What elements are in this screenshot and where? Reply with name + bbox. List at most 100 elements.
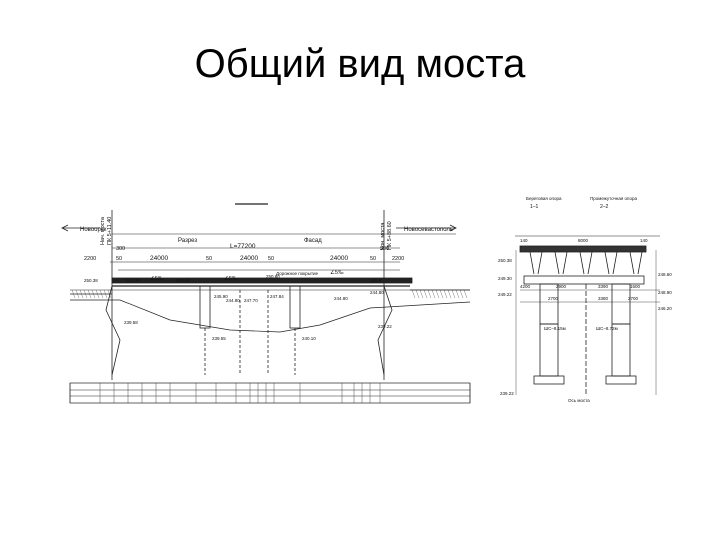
section-label: Разрез <box>178 238 197 244</box>
girder-web <box>554 251 560 275</box>
soil-hatch <box>91 289 96 299</box>
cs-elevation-mark: 246.20 <box>658 306 672 311</box>
slope-label: ∠5‰ <box>224 275 238 282</box>
end-dimension-label: 2200 <box>84 256 96 262</box>
soil-hatch <box>71 289 76 299</box>
elevation-mark: 239.58 <box>124 320 138 325</box>
cs-cut-2: 2–2 <box>600 204 609 210</box>
end-dimension-label: 2200 <box>392 256 404 262</box>
cs-dimension-low: 2700 <box>628 296 639 301</box>
girder-web <box>579 251 585 275</box>
cs-dimension-mid: 1600 <box>630 284 641 289</box>
soil-hatch <box>451 289 456 299</box>
soil-hatch <box>431 289 436 299</box>
elevation-mark: 244.80 <box>334 296 348 301</box>
span-length-label: 24000 <box>150 255 168 262</box>
soil-hatch <box>75 289 80 299</box>
girder-web <box>637 251 643 275</box>
soil-hatch <box>103 289 108 299</box>
slope-label: ∠5‰ <box>150 275 164 282</box>
soil-hatch <box>87 289 92 299</box>
cs-elevation-mark: 250.38 <box>498 258 512 263</box>
soil-hatch <box>447 289 452 299</box>
span-length-label: 24000 <box>330 255 348 262</box>
deck-note: Дорожное покрытие <box>276 271 319 276</box>
soil-hatch <box>99 289 104 299</box>
girder-web <box>529 251 535 275</box>
end-dimension-label: 300 <box>380 246 389 252</box>
cs-elevation-mark: 248.60 <box>658 272 672 277</box>
girder-web <box>537 251 543 275</box>
elevation-mark: 244.80 <box>370 290 384 295</box>
bridge-end-pk: ПК 5+88.60 <box>387 221 393 250</box>
span-length-label: 24000 <box>240 255 258 262</box>
cs-elevation-mark: 248.90 <box>658 290 672 295</box>
soil-hatch <box>107 289 112 299</box>
elevation-mark: 244.80 <box>226 298 240 303</box>
pile-label-left: ШС–8.15м <box>544 326 566 331</box>
end-dimension-label: 300 <box>116 246 125 252</box>
end-dimension-label: 50 <box>370 256 376 262</box>
elevation-mark: 239.22 <box>378 324 392 329</box>
elevation-mark: 250.5 <box>370 278 382 283</box>
cs-dimension-mid: 2900 <box>556 284 567 289</box>
left-city-label: Новоорск <box>80 227 107 233</box>
girder-web <box>629 251 635 275</box>
cs-dimension-top: 140 <box>520 238 528 243</box>
soil-hatch <box>423 289 428 299</box>
end-dimension-label: 50 <box>268 256 274 262</box>
cs-dimension-low: 2700 <box>548 296 559 301</box>
soil-hatch <box>427 289 432 299</box>
cs-dimension-mid: 4200 <box>520 284 531 289</box>
soil-hatch <box>83 289 88 299</box>
soil-hatch <box>419 289 424 299</box>
cs-dimension-low: 3380 <box>598 296 609 301</box>
soil-hatch <box>463 289 468 299</box>
soil-hatch <box>439 289 444 299</box>
pile-label-right: ШС–8.72м <box>596 326 618 331</box>
elevation-mark: 250.50 <box>176 278 190 283</box>
soil-hatch <box>435 289 440 299</box>
soil-hatch <box>95 289 100 299</box>
cs-dimension-top: 8000 <box>578 238 589 243</box>
cs-dimension-mid: 3390 <box>598 284 609 289</box>
elevation-mark: 250.38 <box>84 278 98 283</box>
right-city-label: Новосевастополь <box>404 227 453 233</box>
elevation-mark: 247.70 <box>244 298 258 303</box>
soil-hatch <box>443 289 448 299</box>
cs-elevation-mark: 249.22 <box>498 292 512 297</box>
elevation-mark: 240.10 <box>302 336 316 341</box>
soil-hatch <box>459 289 464 299</box>
bridge-drawing: Новоорск Новосевастополь Нач. моста ПК 5… <box>61 196 672 404</box>
elevation-mark: 239.55 <box>212 336 226 341</box>
girder-web <box>604 251 610 275</box>
end-dimension-label: 50 <box>206 256 212 262</box>
bridge-end-label: Кон. моста <box>380 222 386 250</box>
elevation-mark: 245.90 <box>214 294 228 299</box>
cs-elevation-mark: 249.30 <box>498 276 512 281</box>
slope-label: ∠5‰ <box>330 269 344 276</box>
bridge-axis-label: Ось моста <box>568 398 590 403</box>
soil-hatch <box>415 289 420 299</box>
elevation-mark: 250.38 <box>126 278 140 283</box>
facade-label: Фасад <box>304 238 322 244</box>
cs-dimension-top: 140 <box>640 238 648 243</box>
end-dimension-label: 50 <box>116 256 122 262</box>
bridge-start-pk: ПК 5+11.40 <box>107 217 113 245</box>
total-length-label: L=77200 <box>230 243 256 250</box>
cross-section <box>515 235 660 395</box>
cs-cut-1: 1–1 <box>530 204 539 210</box>
slide-title: Общий вид моста <box>194 42 526 86</box>
girder-web <box>562 251 568 275</box>
soil-hatch <box>411 289 416 299</box>
elevation-mark: 250.60 <box>266 274 280 279</box>
soil-hatch <box>455 289 460 299</box>
longitudinal-elevation <box>61 203 471 404</box>
girder-web <box>587 251 593 275</box>
soil-hatch <box>79 289 84 299</box>
cs-head-pier: Промежуточная опора <box>590 196 637 201</box>
bridge-start-label: Нач. моста <box>100 216 106 245</box>
elevation-mark: 247.84 <box>270 294 284 299</box>
cs-head-abutment: Береговая опора <box>526 196 562 201</box>
girder-web <box>612 251 618 275</box>
